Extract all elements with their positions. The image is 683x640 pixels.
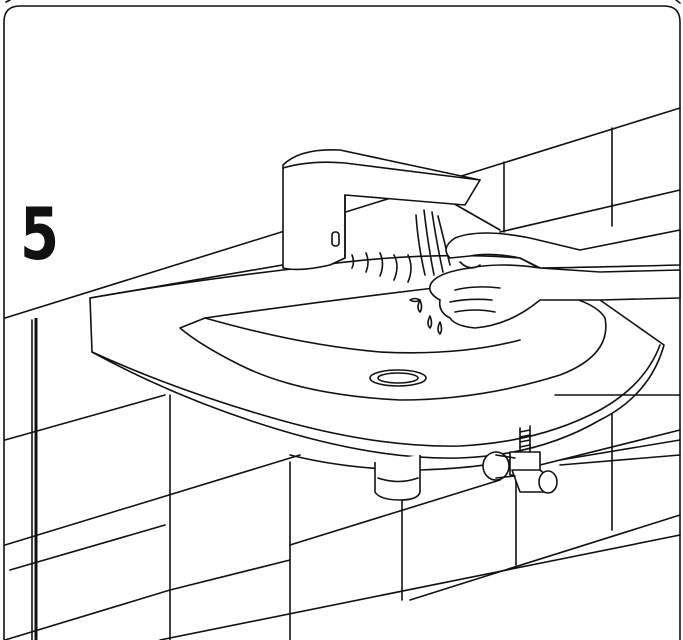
siphon: [374, 455, 421, 501]
panel-border: [3, 5, 681, 640]
faucet-icon: [282, 148, 481, 271]
sensor-waves-icon: [351, 252, 412, 283]
water-stream-icon: [409, 209, 451, 335]
angle-valve-icon: [482, 394, 681, 494]
hands-icon: [429, 229, 681, 329]
drain-icon: [369, 369, 427, 387]
sensor-window: [331, 231, 340, 247]
step-number: 5: [20, 192, 59, 276]
